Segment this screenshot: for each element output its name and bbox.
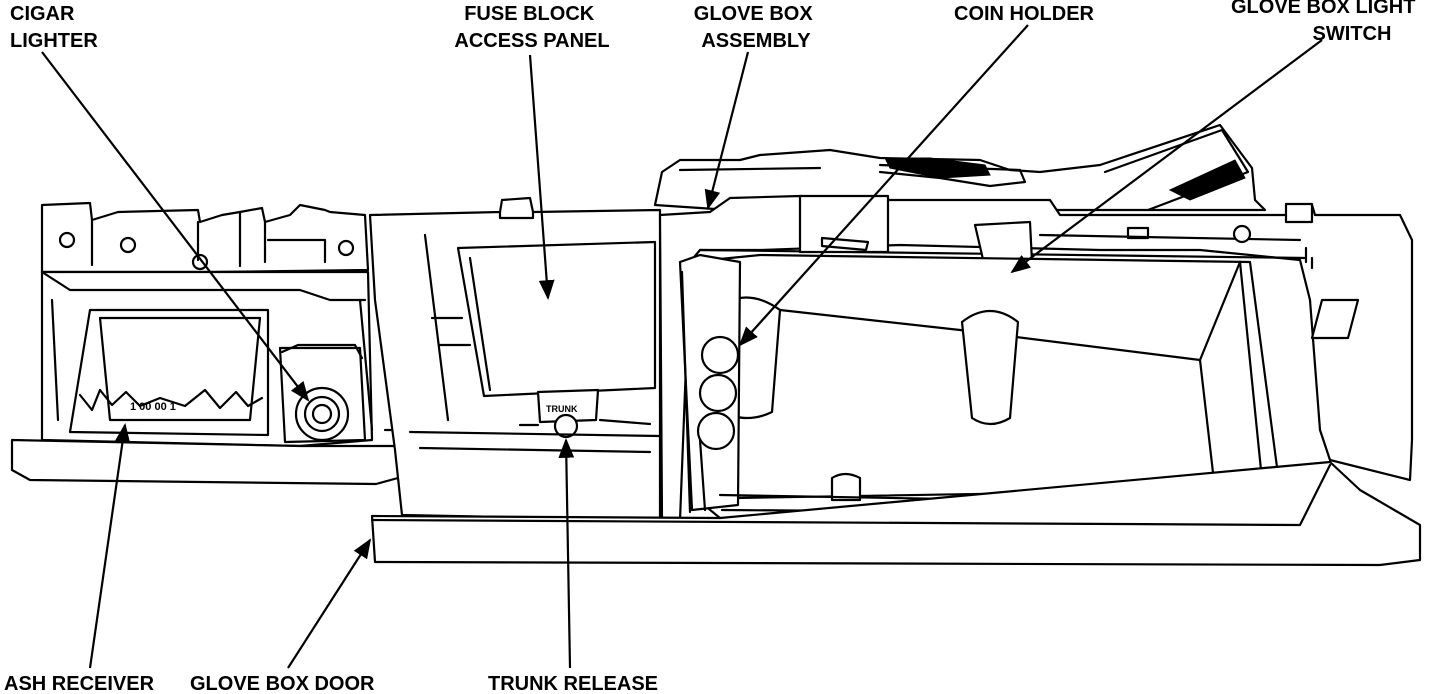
ash-receiver-marking: 1 00 00 1 [130,401,176,413]
label-ash-receiver: ASH RECEIVER [4,673,155,694]
leader-light-switch [1010,39,1323,274]
callout-labels: CIGAR LIGHTER FUSE BLOCK ACCESS PANEL GL… [4,0,1421,694]
label-glove-box-assembly: GLOVE BOX ASSEMBLY [694,3,818,52]
leader-glove-box-assembly [704,51,750,210]
label-coin-holder: COIN HOLDER [954,3,1095,25]
leader-glove-box-door [287,538,372,669]
label-glove-box-door: GLOVE BOX DOOR [190,673,375,694]
leader-fuse-block [528,54,555,300]
label-trunk-release: TRUNK RELEASE [488,673,658,694]
glove-box-door [370,460,1422,567]
label-fuse-block-access-panel: FUSE BLOCK ACCESS PANEL [454,3,609,52]
label-glove-box-light-switch: GLOVE BOX LIGHT SWITCH [1231,0,1421,45]
left-bezel: 1 00 00 1 [10,201,407,486]
leader-trunk-release [558,438,575,669]
leader-ash-receiver [88,423,131,669]
leader-lines [41,24,1323,669]
label-cigar-lighter: CIGAR LIGHTER [10,3,98,52]
fuse-panel-area: TRUNK [368,196,662,522]
trunk-release-marking: TRUNK [546,404,578,414]
leader-cigar-lighter [41,51,310,402]
dash-top [653,123,1267,212]
leader-coin-holder [738,24,1029,347]
